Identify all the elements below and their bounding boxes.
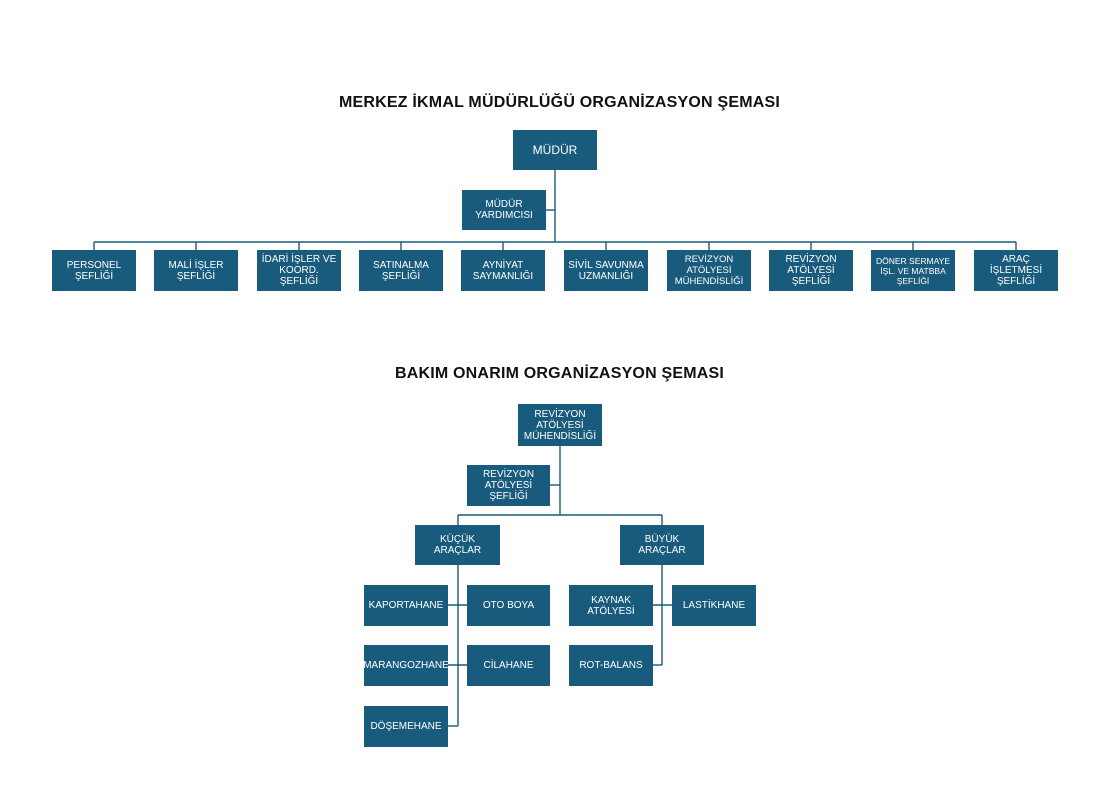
- unit-box-mali-isler: MALİ İŞLER ŞEFLİĞİ: [154, 250, 238, 291]
- unit-box-satinalma: SATINALMA ŞEFLİĞİ: [359, 250, 443, 291]
- unit-box-revizyon-seflik: REVİZYON ATÖLYESİ ŞEFLİĞİ: [769, 250, 853, 291]
- workshop-box-lastikhane: LASTİKHANE: [672, 585, 756, 626]
- unit-box-revizyon-muhendislik: REVİZYON ATÖLYESİ MÜHENDİSLİĞİ: [667, 250, 751, 291]
- maintenance-chart-title: BAKIM ONARIM ORGANİZASYON ŞEMASI: [394, 365, 725, 382]
- large-vehicles-box: BÜYÜK ARAÇLAR: [620, 525, 704, 565]
- small-vehicles-box: KÜÇÜK ARAÇLAR: [415, 525, 500, 565]
- unit-box-doner-sermaye: DÖNER SERMAYE İŞL. VE MATBBA ŞEFLİĞİ: [871, 250, 955, 291]
- workshop-box-oto-boya: OTO BOYA: [467, 585, 550, 626]
- deputy-director-box: MÜDÜR YARDIMCISI: [462, 190, 546, 230]
- unit-box-personel: PERSONEL ŞEFLİĞİ: [52, 250, 136, 291]
- deputy-box-revizyon-seflik: REVİZYON ATÖLYESİ ŞEFLİĞİ: [467, 465, 550, 506]
- unit-box-idari-isler: İDARİ İŞLER VE KOORD. ŞEFLİĞİ: [257, 250, 341, 291]
- workshop-box-marangozhane: MARANGOZHANE: [363, 645, 449, 686]
- director-box: MÜDÜR: [513, 130, 597, 170]
- head-box-revizyon-muhendislik: REVİZYON ATÖLYESİ MÜHENDİSLİĞİ: [518, 404, 602, 446]
- workshop-box-rot-balans: ROT-BALANS: [569, 645, 653, 686]
- unit-box-sivil-savunma: SİVİL SAVUNMA UZMANLIĞI: [564, 250, 648, 291]
- workshop-box-kaportahane: KAPORTAHANE: [364, 585, 448, 626]
- unit-box-arac-isletmesi: ARAÇ İŞLETMESİ ŞEFLİĞİ: [974, 250, 1058, 291]
- unit-box-ayniyat: AYNİYAT SAYMANLIĞI: [461, 250, 545, 291]
- org-chart-title: MERKEZ İKMAL MÜDÜRLÜĞÜ ORGANİZASYON ŞEMA…: [339, 94, 780, 111]
- workshop-box-dosemehane: DÖŞEMEHANE: [364, 706, 448, 747]
- workshop-box-cilahane: CİLAHANE: [467, 645, 550, 686]
- workshop-box-kaynak: KAYNAK ATÖLYESİ: [569, 585, 653, 626]
